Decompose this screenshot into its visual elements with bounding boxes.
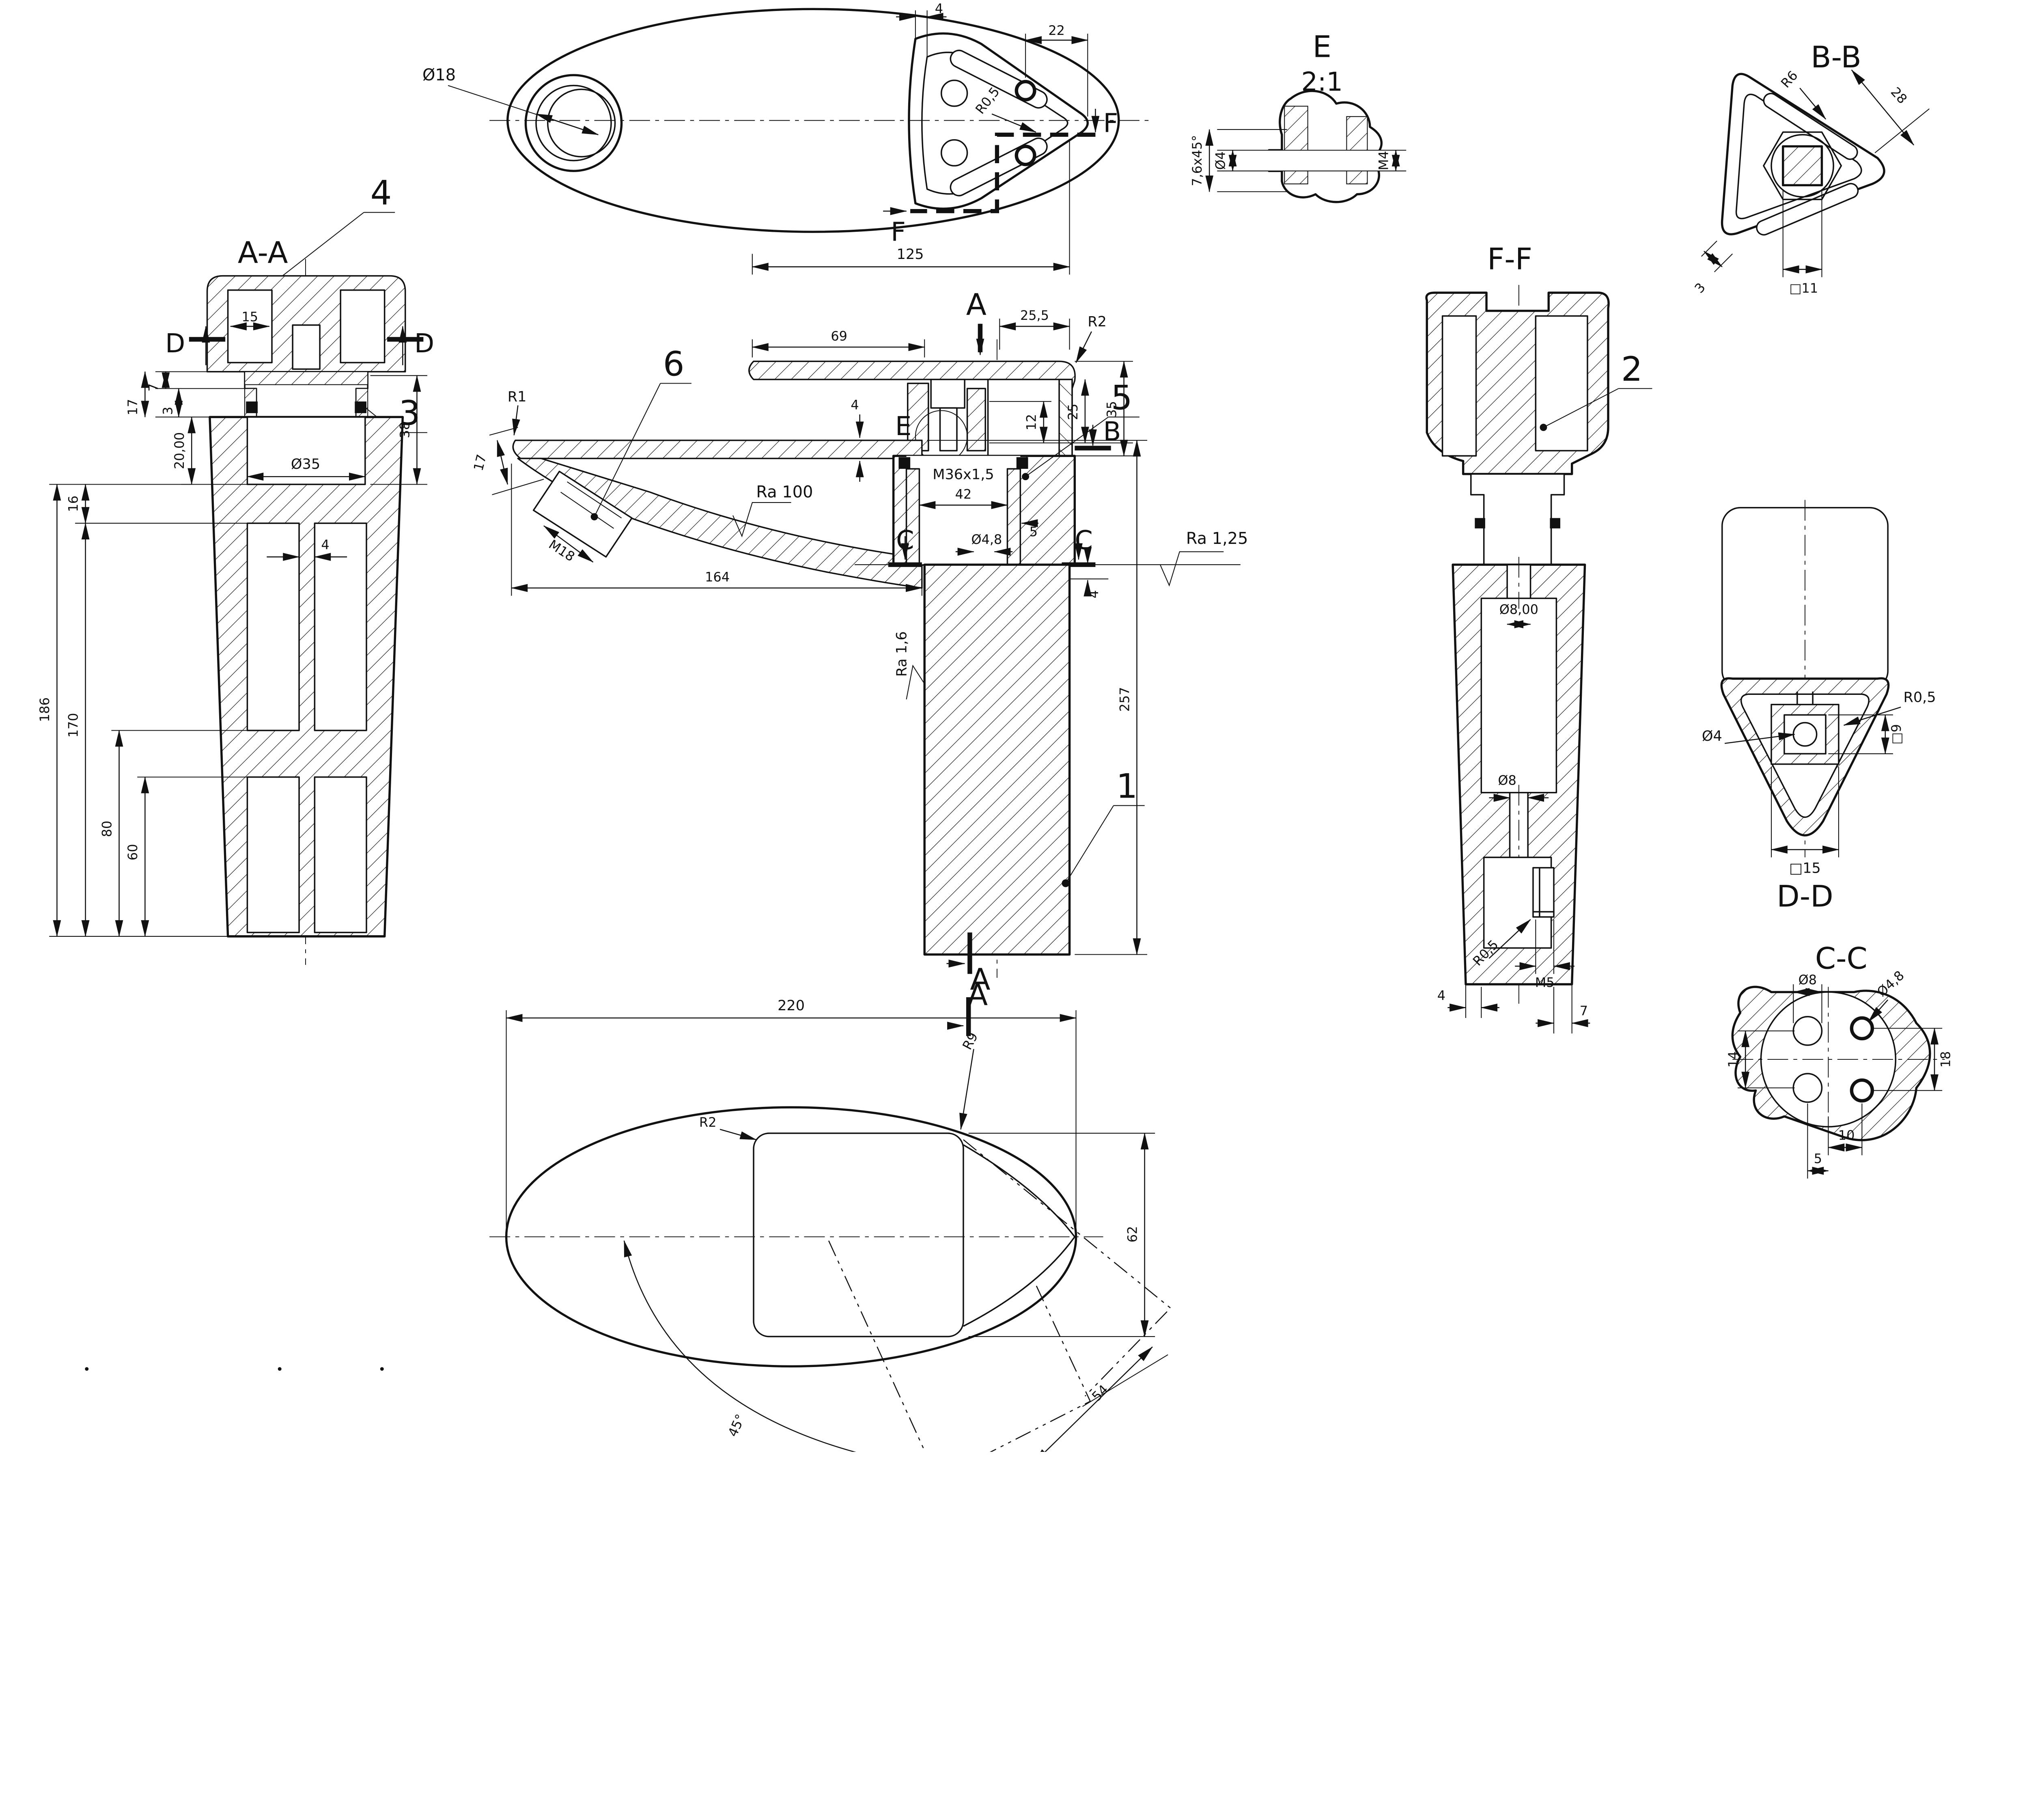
view-section-aa: A-A 4 D D 15 3 [37,173,434,965]
dim-dia48: Ø4,8 [971,532,1002,547]
dim-m36: M36x1,5 [933,466,994,483]
view-title: D-D [1777,880,1833,914]
dim-dia8: Ø8 [1498,773,1516,788]
cut-a-top: A [966,287,986,322]
dim-125: 125 [897,246,924,263]
dim-3: 3 [160,407,175,415]
ra-16: Ra 1,6 [894,631,910,677]
dim-62: 62 [1125,1226,1140,1243]
dim-4: 4 [935,1,943,16]
dim-25: 25 [1065,403,1081,420]
view-section-ff: F-F 2 Ø8,00 Ø8 R0,5 [1425,242,1652,1034]
view-title: C-C [1815,942,1867,976]
view-section-cc: C-C Ø8 Ø4,8 14 18 10 5 [1725,942,1953,1179]
cut-d-right: D [414,329,434,359]
dim-sq11: □11 [1789,280,1818,296]
dim-5: 5 [1814,1151,1822,1166]
view-main: A 69 25,5 R2 E B B 12 [470,287,1248,1012]
cut-f-bottom: F [891,217,906,247]
bb-outline [1721,73,1885,235]
top-handle-base-outline [908,32,1089,210]
view-section-bb: B-B R6 28 □11 3 [1691,40,1930,296]
balloon-2: 2 [1621,349,1643,389]
dim-38: 38 [397,422,412,438]
technical-drawing-canvas: A-A 4 D D 15 3 [37,0,1954,1452]
balloon-6: 6 [663,344,685,384]
dim-m5: M5 [1535,975,1555,990]
dim-chamfer: 7,6x45° [1189,135,1205,186]
main-aerator [532,470,633,558]
dim-dia35: Ø35 [291,456,320,472]
dim-4-spout: 4 [851,397,859,412]
dim-25-5: 25,5 [1020,308,1049,323]
dim-15: 15 [242,309,258,324]
dim-7: 7 [146,383,161,391]
dim-257: 257 [1117,687,1132,712]
main-body-column [923,563,1071,956]
dim-sq15: □15 [1789,860,1821,877]
dim-18: 18 [1938,1051,1953,1068]
dim-sq9: □9 [1889,724,1904,744]
cut-f-top: F [1103,108,1118,138]
view-section-dd: R0,5 Ø4 □9 □15 D-D [1702,500,1936,914]
view-title: B-B [1811,40,1861,75]
dim-80: 80 [99,821,114,837]
dim-5: 5 [1030,524,1038,539]
ra-100: Ra 100 [756,483,813,501]
view-top: Ø18 4 22 R0,5 F F 125 [422,1,1150,275]
dim-r05: R0,5 [1903,689,1936,705]
main-spout-top [512,440,923,459]
balloon-1: 1 [1116,767,1137,806]
dim-dia4: Ø4 [1213,151,1228,170]
dim-35: 35 [1104,401,1119,418]
balloon-5: 5 [1111,378,1133,417]
dim-4-rib: 4 [321,537,329,552]
cut-a: A [970,962,990,997]
dim-69: 69 [831,328,847,344]
ra-125: Ra 1,25 [1186,529,1248,548]
cut-b-right: B [1103,417,1121,447]
dim-186: 186 [37,697,52,722]
dim-14: 14 [1725,1051,1741,1068]
dim-17: 17 [470,453,489,472]
dim-170: 170 [65,713,81,737]
cut-c-right: C [1075,526,1093,556]
dim-12: 12 [1024,414,1039,431]
dim-dia4: Ø4 [1702,728,1722,744]
dim-r2: R2 [1088,313,1107,330]
detail-title: E [1313,30,1331,64]
dim-60: 60 [125,844,140,860]
view-title: F-F [1487,242,1532,277]
detail-e-mark: E [895,412,911,442]
top-spout-hole-outer [524,74,623,172]
dim-16: 16 [65,496,81,512]
dim-10: 10 [1838,1128,1855,1143]
dim-4-base: 4 [1086,590,1101,598]
dim-r2: R2 [699,1115,716,1130]
dim-22: 22 [1048,23,1065,38]
dim-220: 220 [778,997,805,1014]
dim-dia18: Ø18 [422,66,456,84]
dim-7: 7 [1580,1003,1588,1019]
dim-164: 164 [705,569,730,585]
dim-20: 20,00 [172,432,187,469]
view-detail-e: E 2:1 7,6x45° Ø4 M4 [1189,30,1407,203]
dim-m4: M4 [1376,151,1391,170]
dim-dia800: Ø8,00 [1499,602,1538,617]
main-lever [748,360,1076,393]
balloon-4: 4 [370,173,392,213]
scan-marks [85,1367,384,1371]
dim-4: 4 [1437,988,1445,1003]
dim-17: 17 [125,399,140,416]
cut-d-left: D [165,329,185,359]
dim-r1: R1 [508,388,527,405]
view-title: A-A [238,236,288,270]
dim-dia8: Ø8 [1799,972,1817,988]
aa-column [209,416,404,938]
dim-42: 42 [955,486,972,502]
